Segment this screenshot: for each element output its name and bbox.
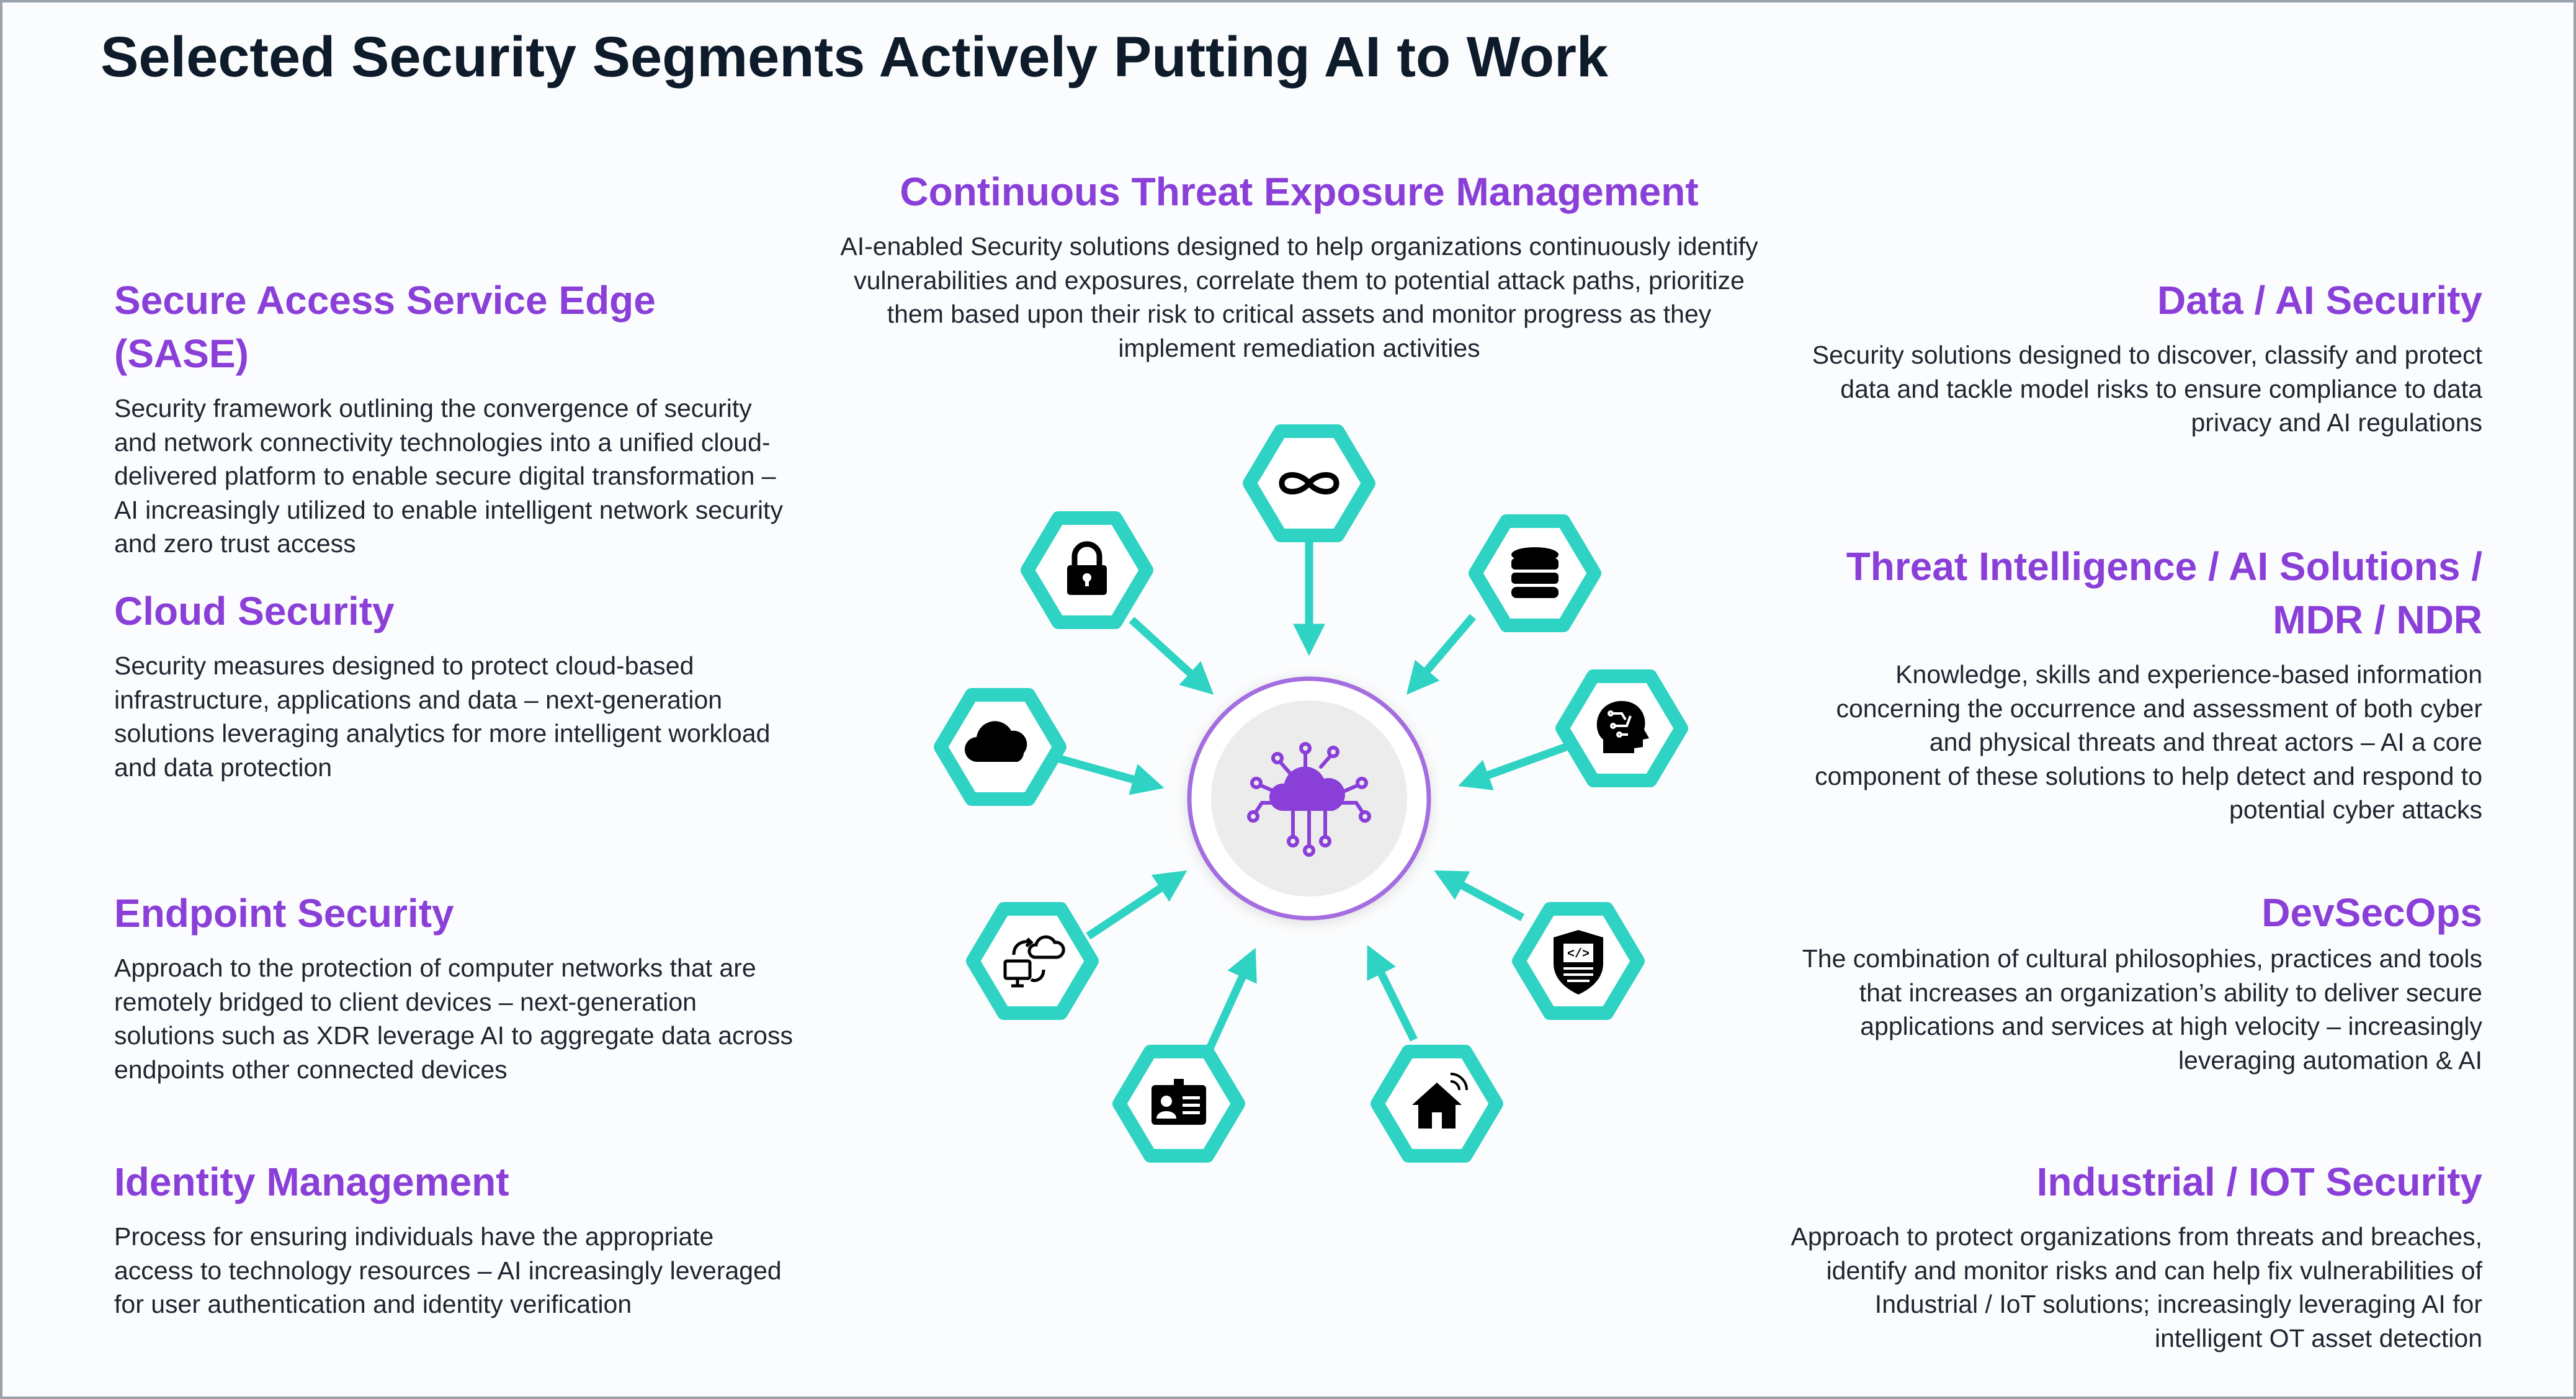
segment-heading: Threat Intelligence / AI Solutions / MDR… (1846, 544, 2482, 642)
segment-heading: Cloud Security (114, 589, 395, 633)
ai-cloud-network-icon (1247, 742, 1371, 857)
segment-description: The combination of cultural philosophies… (1802, 944, 2482, 1075)
segment-description: Security measures designed to protect cl… (114, 651, 771, 782)
smart-home-icon (1412, 1073, 1468, 1129)
ai-brain-head-icon (1596, 700, 1649, 753)
svg-text:</>: </> (1567, 947, 1590, 962)
arrow-smart-home (1367, 945, 1418, 1042)
connector-arrows (1056, 537, 1568, 1053)
segment-industrial-iot-security: Industrial / IOT Security Approach to pr… (1769, 1155, 2482, 1355)
node-secure-code: </> (1512, 902, 1645, 1020)
node-database (1469, 514, 1601, 632)
cloud-sync-computer-icon (1003, 935, 1065, 988)
segment-heading: Endpoint Security (114, 891, 454, 936)
arrow-id-card (1205, 947, 1257, 1053)
cloud-icon (964, 721, 1027, 762)
node-infinity (1243, 424, 1375, 542)
arrow-cloud-sync (1086, 870, 1187, 940)
segment-description: Knowledge, skills and experience-based i… (1815, 660, 2482, 824)
segment-description: AI-enabled Security solutions designed t… (840, 232, 1758, 362)
segment-description: Approach to protect organizations from t… (1791, 1222, 2482, 1352)
node-ai-brain (1555, 669, 1688, 787)
id-card-icon (1152, 1079, 1206, 1125)
arrow-database (1406, 614, 1476, 695)
segment-heading: Secure Access Service Edge (SASE) (114, 278, 656, 376)
segment-description: Security framework outlining the converg… (114, 394, 783, 558)
segment-identity-management: Identity Management Process for ensuring… (114, 1155, 797, 1321)
node-padlock (1021, 511, 1153, 629)
segment-heading: Industrial / IOT Security (2036, 1160, 2482, 1204)
segment-sase: Secure Access Service Edge (SASE) Securi… (114, 274, 797, 561)
segment-heading: Continuous Threat Exposure Management (900, 169, 1699, 214)
segment-devsecops: DevSecOps The combination of cultural ph… (1769, 886, 2482, 1077)
segment-endpoint-security: Endpoint Security Approach to the protec… (114, 887, 797, 1086)
arrow-padlock (1129, 617, 1214, 695)
node-id-card (1112, 1045, 1245, 1163)
segment-heading: Identity Management (114, 1160, 509, 1204)
hub-spoke-diagram: </> (934, 424, 1688, 1163)
arrow-cloud (1056, 754, 1165, 795)
segment-description: Security solutions designed to discover,… (1812, 341, 2482, 437)
node-cloud (934, 688, 1067, 806)
node-smart-home (1371, 1045, 1503, 1163)
node-cloud-sync (966, 902, 1099, 1020)
secure-code-shield-icon: </> (1554, 930, 1603, 994)
infinity-icon (1279, 472, 1339, 494)
arrow-secure-code (1434, 870, 1525, 921)
segment-cloud-security: Cloud Security Security measures designe… (114, 584, 797, 784)
segment-description: Process for ensuring individuals have th… (114, 1222, 782, 1318)
padlock-icon (1067, 541, 1107, 595)
segment-description: Approach to the protection of computer n… (114, 954, 793, 1084)
hub (1187, 676, 1431, 921)
database-icon (1511, 547, 1559, 598)
page-title: Selected Security Segments Actively Putt… (101, 25, 1609, 89)
segment-data-ai-security: Data / AI Security Security solutions de… (1769, 274, 2482, 440)
segment-ctem: Continuous Threat Exposure Management AI… (840, 165, 1758, 365)
segment-threat-intelligence: Threat Intelligence / AI Solutions / MDR… (1812, 540, 2482, 827)
segment-heading: DevSecOps (2261, 890, 2482, 935)
segment-heading: Data / AI Security (2157, 278, 2482, 323)
arrow-ai-brain (1457, 743, 1568, 790)
